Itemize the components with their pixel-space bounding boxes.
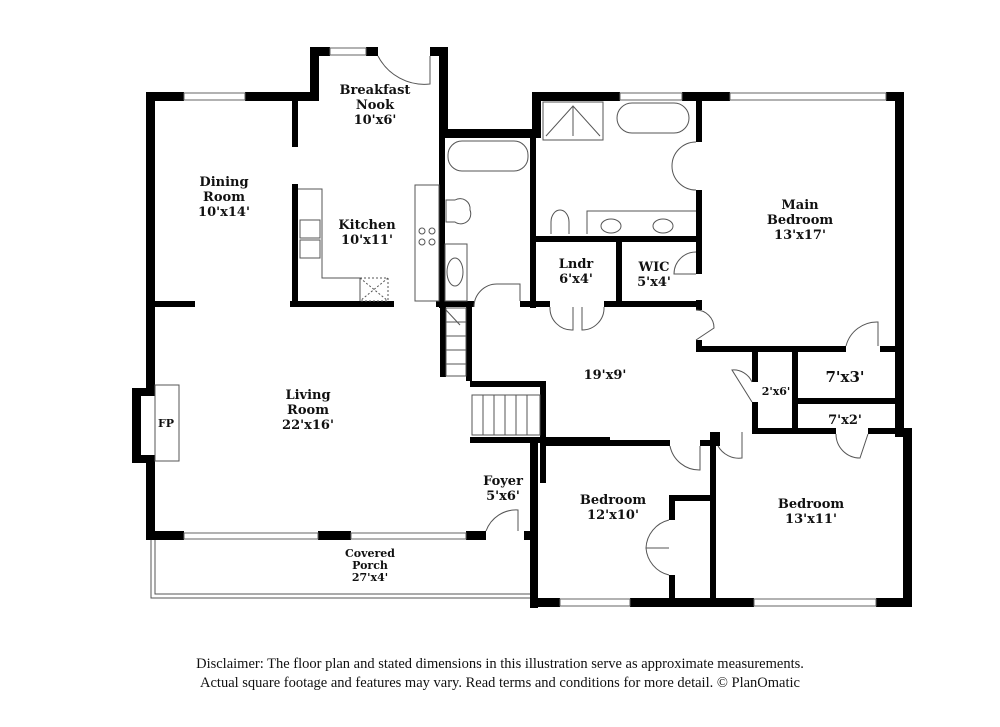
room-label-fireplace: FP [158, 417, 174, 430]
walls [132, 47, 912, 608]
room-label-hall: 19'x9' [584, 368, 627, 383]
room-label-closet-7x2: 7'x2' [828, 413, 862, 428]
stairs-lower [471, 394, 541, 436]
windows [183, 47, 887, 607]
stairs-upper [445, 307, 467, 377]
room-label-closet-7x3: 7'x3' [825, 368, 864, 386]
disclaimer-line-1: Disclaimer: The floor plan and stated di… [196, 656, 804, 672]
disclaimer-line-2: Actual square footage and features may v… [200, 675, 800, 691]
fixtures [150, 101, 696, 599]
doors [377, 55, 879, 576]
room-label-closet-2x6: 2'x6' [762, 385, 791, 398]
